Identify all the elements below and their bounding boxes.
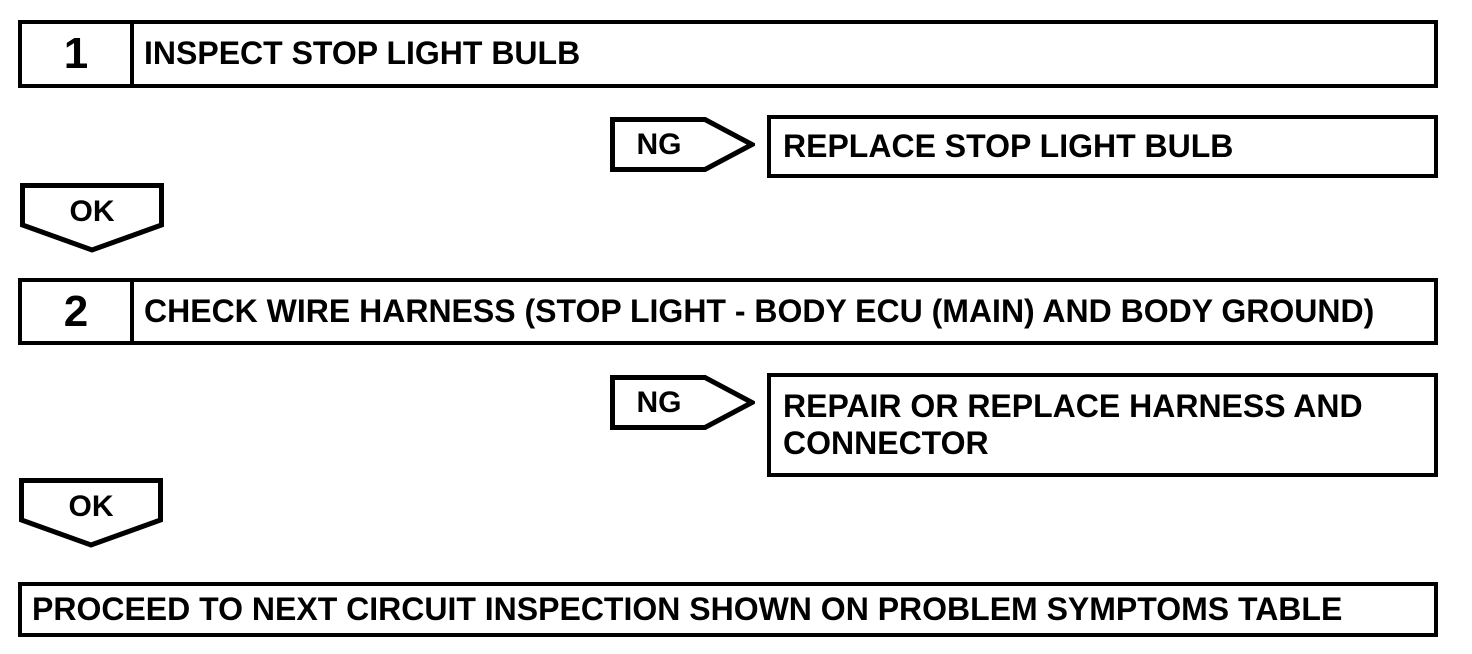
step-1-ok-label: OK (69, 195, 115, 228)
step-2-box: 2 CHECK WIRE HARNESS (STOP LIGHT - BODY … (18, 278, 1438, 345)
step-1-number: 1 (22, 24, 134, 84)
step-1-ng-result-text: REPLACE STOP LIGHT BULB (783, 128, 1234, 164)
step-2-ok-label: OK (68, 490, 114, 523)
ng-arrow-icon (610, 117, 755, 172)
final-instruction-box: PROCEED TO NEXT CIRCUIT INSPECTION SHOWN… (18, 582, 1438, 637)
step-1-ok-connector: OK (20, 183, 164, 253)
step-2-ng-label: NG (636, 385, 682, 419)
step-1-title: INSPECT STOP LIGHT BULB (144, 35, 581, 72)
step-1-box: 1 INSPECT STOP LIGHT BULB (18, 20, 1438, 88)
step-1-ng-arrow: NG (610, 117, 755, 172)
step-2-ng-result-box: REPAIR OR REPLACE HARNESS AND CONNECTOR (767, 373, 1438, 477)
ok-pentagon-icon (19, 478, 163, 548)
step-1-ng-label: NG (636, 127, 682, 161)
step-2-title: CHECK WIRE HARNESS (STOP LIGHT - BODY EC… (144, 292, 1375, 329)
step-2-number: 2 (22, 282, 134, 341)
step-2-ng-result-text: REPAIR OR REPLACE HARNESS AND CONNECTOR (783, 388, 1363, 461)
step-2-ng-arrow: NG (610, 375, 755, 430)
ng-arrow-icon (610, 375, 755, 430)
ok-pentagon-icon (20, 183, 164, 253)
final-instruction-text: PROCEED TO NEXT CIRCUIT INSPECTION SHOWN… (32, 590, 1343, 627)
step-1-ng-result-box: REPLACE STOP LIGHT BULB (767, 115, 1438, 178)
step-2-ok-connector: OK (19, 478, 163, 548)
